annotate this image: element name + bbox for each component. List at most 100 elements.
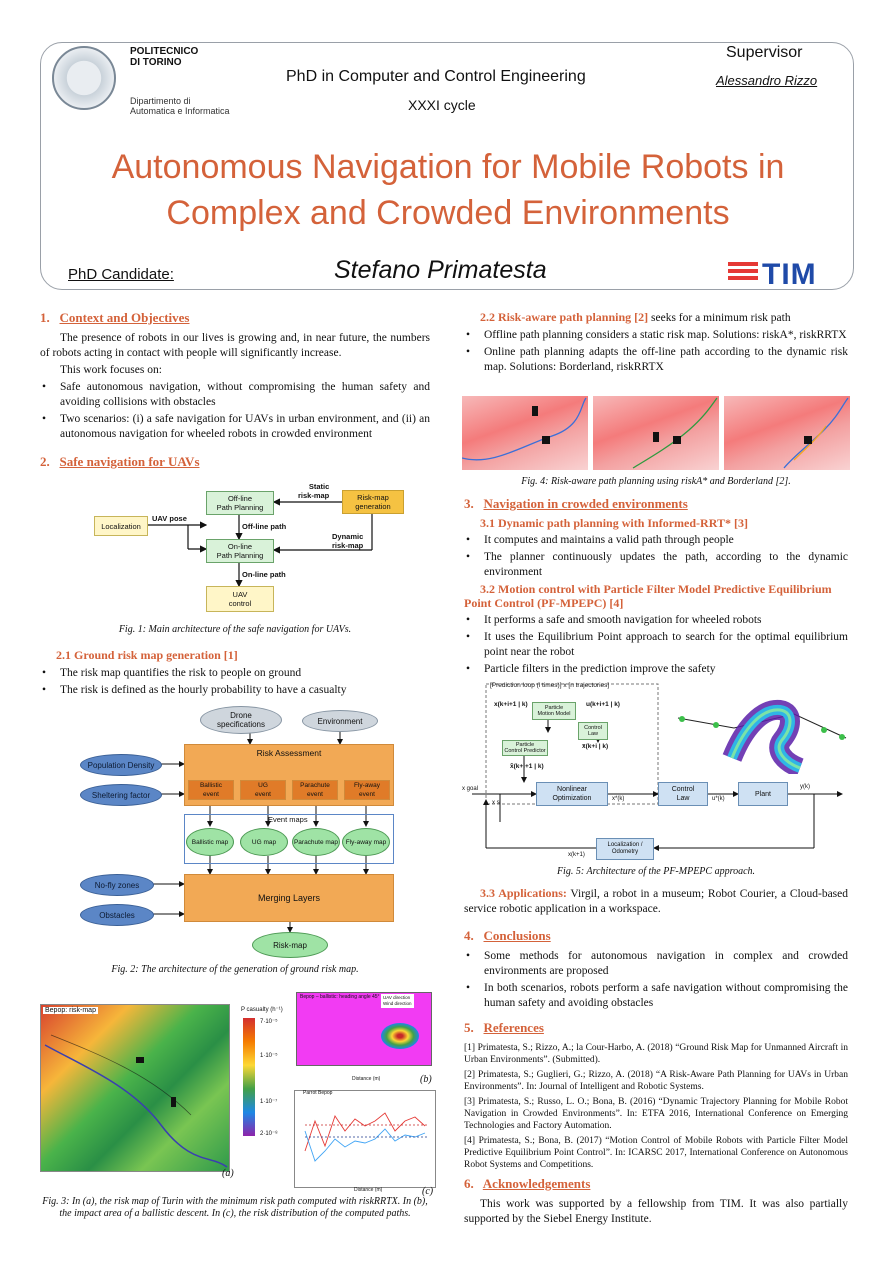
risk-map-node: Risk-map — [252, 932, 328, 958]
risk-distribution-plot — [304, 1112, 429, 1162]
figure-5-caption: Fig. 5: Architecture of the PF-MPEPC app… — [556, 866, 756, 877]
plant-box: Plant — [738, 782, 788, 806]
path-riskastar — [462, 397, 587, 461]
x-bar-label: x̄(k+i | k) — [582, 743, 609, 750]
subsection-3-3: 3.3 Applications: Virgil, a robot in a m… — [464, 886, 849, 915]
uav-pose-label: UAV pose — [152, 514, 187, 523]
figure-4-panel-3 — [724, 396, 850, 470]
offline-planning-box: Off-line Path Planning — [206, 491, 274, 515]
static-riskmap-label: Static risk-map — [298, 482, 330, 500]
section-1-heading: 1. Context and Objectives — [40, 310, 190, 325]
tim-logo-text: TIM — [762, 258, 817, 291]
department-name: Dipartimento di Automatica e Informatica — [130, 96, 230, 116]
section-2-heading: 2. Safe navigation for UAVs — [40, 454, 200, 469]
control-law-box: Control Law — [658, 782, 708, 806]
drone-specs-node: Drone specifications — [200, 706, 282, 734]
nofly-zones-node: No-fly zones — [80, 874, 154, 896]
panel-b-title: Bepop – ballistic: heading angle 45° — [300, 994, 380, 1000]
panel-a-title: Bepop: risk-map — [43, 1007, 98, 1014]
panel-c-title: Parrot Bepop — [303, 1090, 333, 1096]
panel-c-label: (c) — [422, 1186, 434, 1197]
colorbar-tick: 7·10⁻⁵ — [260, 1019, 278, 1025]
legend-uav-direction: UAV direction — [383, 995, 411, 1000]
header-frame — [40, 42, 854, 290]
section-4-bullets: Some methods for autonomous navigation i… — [464, 949, 848, 1011]
ug-map-node: UG map — [240, 828, 288, 856]
supervisor-name: Alessandro Rizzo — [716, 73, 818, 88]
x-s-label: x s — [492, 800, 500, 806]
panel-c-xlabel: Distance (m) — [354, 1187, 383, 1193]
figure-4-caption: Fig. 4: Risk-aware path planning using r… — [521, 476, 791, 487]
parachute-map-node: Parachute map — [292, 828, 340, 856]
colorbar-tick: 1·10⁻⁵ — [260, 1053, 278, 1059]
localization-odometry-box: Localization / Odometry — [596, 838, 654, 860]
flyaway-map-node: Fly-away map — [342, 828, 390, 856]
subsection-2-1: 2.1 Ground risk map generation [1] The r… — [40, 648, 430, 700]
colorbar-tick: 1·10⁻⁷ — [260, 1099, 278, 1105]
flyaway-event-box: Fly-away event — [344, 780, 390, 800]
risk-map-generation-box: Risk-map generation — [342, 490, 404, 514]
event-maps-label: Event maps — [268, 815, 308, 824]
risk-path-lines — [44, 1034, 228, 1168]
university-name: POLITECNICO DI TORINO — [130, 46, 199, 68]
section-6: 6. Acknowledgements This work was suppor… — [464, 1176, 848, 1227]
candidate-label: PhD Candidate: — [68, 266, 174, 283]
list-item: Offline path planning considers a static… — [466, 328, 848, 343]
uav-control-box: UAV control — [206, 586, 274, 612]
online-path-label: On-line path — [242, 570, 286, 579]
merging-layers-box: Merging Layers — [184, 874, 394, 922]
x-k1-label: x(k+1) — [568, 852, 585, 858]
environment-node: Environment — [302, 710, 378, 732]
panel-b-label: (b) — [420, 1074, 432, 1085]
subsection-2-1-heading: 2.1 Ground risk map generation [1] — [56, 648, 238, 662]
subsection-3-1-heading: 3.1 Dynamic path planning with Informed-… — [480, 516, 748, 530]
university-seal-logo — [52, 46, 116, 110]
section-3-heading: 3. Navigation in crowded environments — [464, 496, 688, 511]
subsection-3-1-bullets: It computes and maintains a valid path t… — [464, 533, 848, 580]
list-item: The risk map quantifies the risk to peop… — [42, 666, 430, 681]
x-goal-label: x goal — [462, 786, 479, 792]
offline-path-label: Off-line path — [242, 522, 287, 531]
inner-control-law-box: Control Law — [578, 722, 608, 740]
particle-motion-model-box: Particle Motion Model — [532, 702, 576, 720]
program-name: PhD in Computer and Control Engineering — [286, 68, 586, 85]
acknowledgements-text: This work was supported by a fellowship … — [464, 1198, 848, 1225]
figure-1-arrows — [148, 498, 373, 588]
section-1-paragraph: The presence of robots in our lives is g… — [40, 332, 430, 359]
cycle-label: XXXI cycle — [408, 97, 476, 113]
obstacles-node: Obstacles — [80, 904, 154, 926]
figure-4-panel-2 — [593, 396, 719, 470]
section-4-heading: 4. Conclusions — [464, 928, 551, 943]
x-hat-label: x̂(k+i+1 | k) — [510, 763, 544, 770]
references-list: [1] Primatesta, S.; Rizzo, A.; la Cour-H… — [464, 1042, 848, 1171]
nonlinear-optimization-box: Nonlinear Optimization — [536, 782, 608, 806]
candidate-name: Stefano Primatesta — [334, 256, 547, 284]
dynamic-riskmap-label: Dynamic risk-map — [332, 532, 364, 550]
section-1-bullets: Safe autonomous navigation, without comp… — [40, 380, 430, 442]
figure-1-diagram: Localization UAV pose Off-line Path Plan… — [92, 482, 412, 617]
subsection-2-2-bullets: Offline path planning considers a static… — [464, 328, 848, 375]
list-item: Safe autonomous navigation, without comp… — [42, 380, 430, 410]
list-item: Online path planning adapts the off-line… — [466, 345, 848, 375]
population-density-node: Population Density — [80, 754, 162, 776]
panel-b-xlabel: Distance (m) — [352, 1076, 381, 1082]
figure-1-caption: Fig. 1: Main architecture of the safe na… — [118, 624, 352, 635]
subsection-3-2-bullets: It performs a safe and smooth navigation… — [464, 613, 848, 677]
u-star-label: u*(k) — [712, 796, 725, 802]
section-6-heading: 6. Acknowledgements — [464, 1176, 591, 1191]
list-item: The risk is defined as the hourly probab… — [42, 683, 430, 698]
prediction-loop-label: [Prediction loop (l times)] x [n traject… — [490, 682, 610, 689]
y-output-label: y(k) — [800, 784, 810, 790]
reference-item: [2] Primatesta, S.; Guglieri, G.; Rizzo,… — [464, 1070, 848, 1092]
section-4: 4. Conclusions Some methods for autonomo… — [464, 928, 848, 1013]
risk-colorbar — [243, 1018, 255, 1136]
list-item: It computes and maintains a valid path t… — [466, 533, 848, 548]
figure-4-panel-1 — [462, 396, 588, 470]
figure-2-diagram: Drone specifications Environment Risk As… — [80, 704, 420, 962]
ballistic-map-node: Ballistic map — [186, 828, 234, 856]
list-item: In both scenarios, robots perform a safe… — [466, 981, 848, 1011]
parachute-event-box: Parachute event — [292, 780, 338, 800]
figure-3-caption: Fig. 3: In (a), the risk map of Turin wi… — [42, 1196, 428, 1219]
panel-a-label: (a) — [222, 1168, 234, 1179]
impact-area-ellipse — [381, 1023, 419, 1049]
